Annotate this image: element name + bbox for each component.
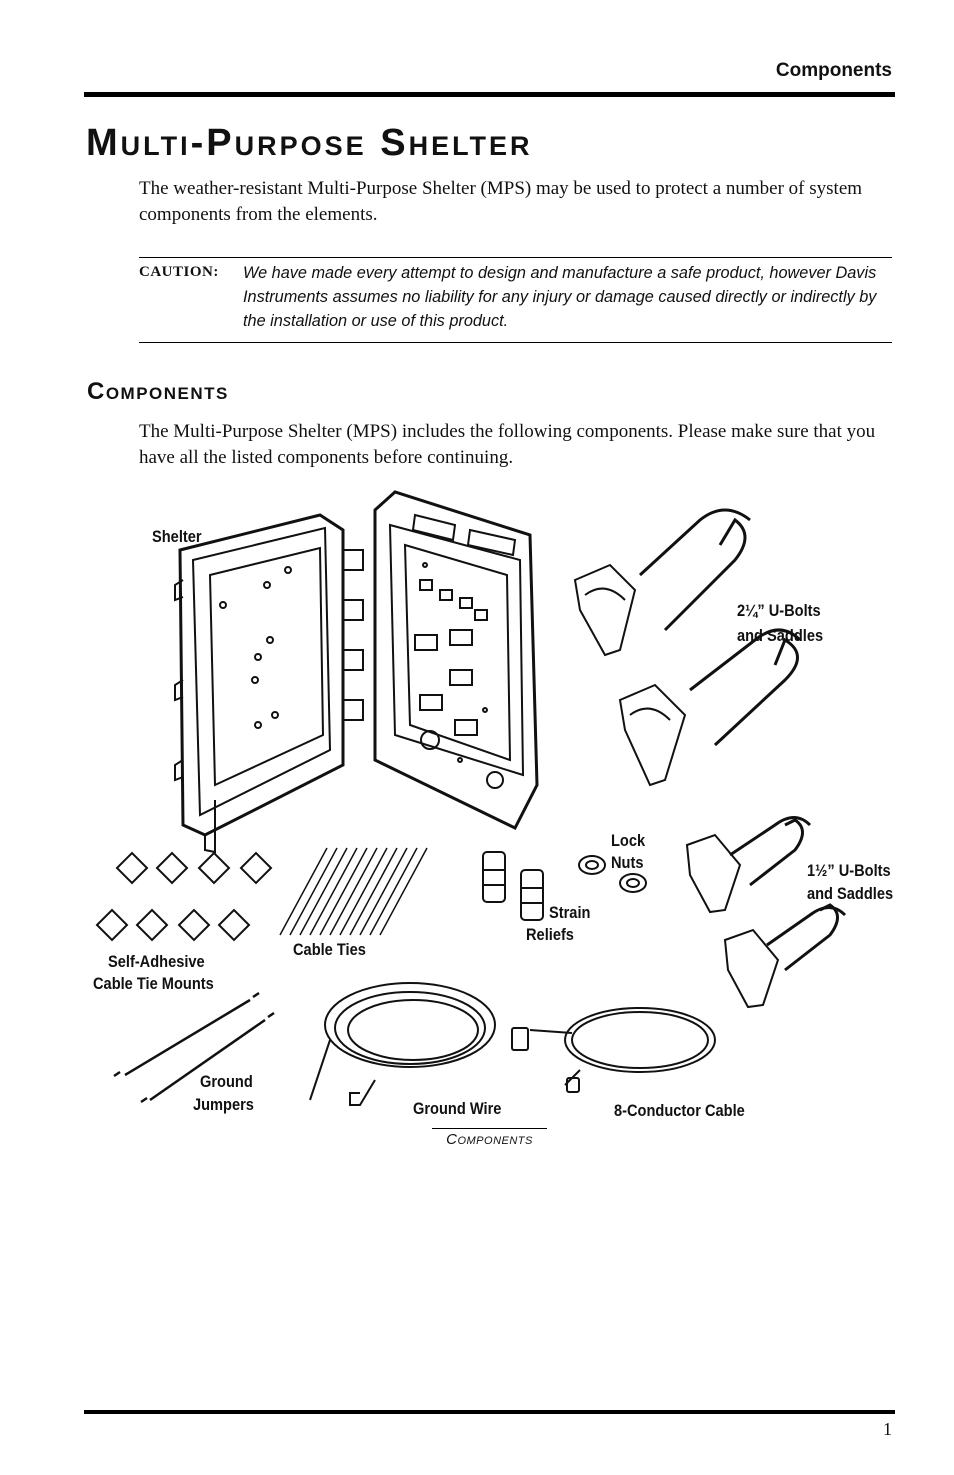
cable-illustration: [511, 1007, 716, 1093]
large-ubolts-illustration: [573, 508, 802, 787]
label-ubolts-small-line2: and Saddles: [807, 884, 894, 903]
label-ground-wire: Ground Wire: [413, 1099, 502, 1118]
label-ubolts-large-line2: and Saddles: [737, 626, 824, 645]
intro-paragraph: The weather-resistant Multi-Purpose Shel…: [139, 178, 863, 225]
footer-rule: [84, 1410, 895, 1414]
cable-ties-illustration: [279, 847, 428, 936]
page-number: 1: [883, 1419, 892, 1439]
label-8-conductor-cable: 8-Conductor Cable: [614, 1101, 745, 1120]
caution-label: CAUTION:: [139, 264, 219, 280]
ground-jumpers-illustration: [113, 991, 275, 1104]
label-lock-nuts-line1: Lock: [611, 831, 646, 850]
label-ground-jumpers-line2: Jumpers: [193, 1095, 254, 1114]
figure-caption: Components: [432, 1128, 547, 1148]
label-lock-nuts-line2: Nuts: [611, 853, 644, 872]
label-ubolts-small-line1: 1½” U-Bolts: [807, 861, 891, 880]
components-illustration: [95, 490, 847, 1106]
shelter-illustration: [174, 490, 539, 854]
cable-tie-mounts-illustration: [95, 851, 273, 942]
label-ubolts-large-line1: 2¼” U-Bolts: [737, 601, 821, 620]
ground-wire-illustration: [309, 982, 496, 1106]
label-cable-ties: Cable Ties: [293, 940, 366, 959]
components-figure: Shelter 2¼” U-Bolts and Saddles Lock Nut…: [75, 480, 905, 1125]
lock-nuts-illustration: [578, 855, 647, 893]
strain-reliefs-illustration: [482, 851, 544, 921]
label-shelter: Shelter: [152, 527, 202, 546]
components-paragraph: The Multi-Purpose Shelter (MPS) includes…: [139, 421, 876, 468]
header-rule: [84, 92, 895, 97]
label-mounts-line1: Self-Adhesive: [108, 952, 205, 971]
label-mounts-line2: Cable Tie Mounts: [93, 974, 214, 993]
label-ground-jumpers-line1: Ground: [200, 1072, 253, 1091]
small-ubolts-illustration: [685, 816, 847, 1009]
label-strain-reliefs-line2: Reliefs: [526, 925, 574, 944]
components-heading: Components: [87, 378, 229, 405]
caution-note: CAUTION: We have made every attempt to d…: [139, 257, 892, 343]
caution-text: We have made every attempt to design and…: [243, 264, 877, 330]
running-header: Components: [775, 60, 892, 81]
label-strain-reliefs-line1: Strain: [549, 903, 591, 922]
section-title: Multi-Purpose Shelter: [86, 122, 533, 164]
